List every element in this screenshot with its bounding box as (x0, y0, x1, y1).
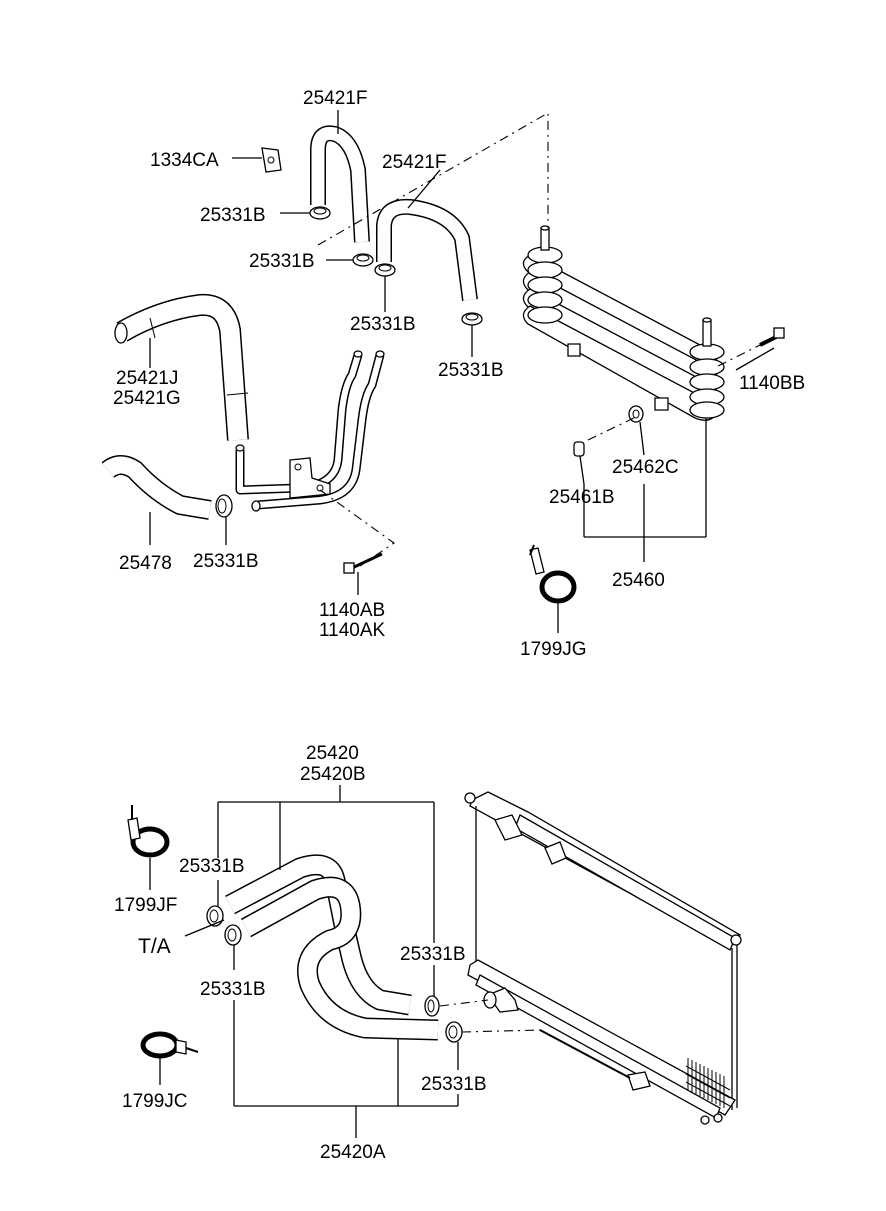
label-25331b-3: 25331B (350, 314, 416, 335)
hose-25421j (114, 293, 249, 441)
hose-25421f-second (376, 198, 478, 302)
leader-lines (149, 110, 775, 1138)
clamp-1799jc (140, 1031, 199, 1059)
label-1334ca: 1334CA (150, 150, 219, 171)
oil-cooler-25460 (522, 225, 725, 421)
clamp-25331b-upper-1 (309, 206, 331, 220)
label-25460: 25460 (612, 570, 665, 591)
radiator-core-fins (685, 1058, 731, 1108)
label-1140ak: 1140AK (319, 620, 386, 641)
label-25478: 25478 (119, 553, 172, 574)
clip-1334ca (261, 147, 282, 173)
label-25421g: 25421G (113, 388, 181, 409)
label-25421j: 25421J (116, 368, 178, 389)
clamp-25331b-lower-4 (445, 1021, 463, 1043)
label-1140bb: 1140BB (739, 373, 805, 394)
clamp-1799jg (529, 544, 577, 604)
label-25331b-5: 25331B (193, 551, 259, 572)
oil-pipe-assembly (235, 350, 385, 512)
hose-25420-lower (240, 876, 439, 1041)
bolt-1140ab (343, 552, 383, 574)
radiator (464, 791, 742, 1125)
label-25331b-2: 25331B (249, 251, 315, 272)
hose-25421f-first (310, 125, 370, 243)
label-25421f-a: 25421F (303, 88, 367, 109)
label-25331b-1: 25331B (200, 205, 266, 226)
hose-25478 (101, 455, 212, 520)
label-1799jg: 1799JG (520, 639, 587, 660)
grommet-25462c (628, 405, 644, 423)
clamp-25331b-lower-1 (206, 905, 224, 927)
clamp-1799jf (127, 805, 170, 858)
label-25331b-9: 25331B (421, 1074, 487, 1095)
clamp-25331b-upper-2 (352, 253, 374, 267)
label-1799jf: 1799JF (114, 895, 177, 916)
clamp-25331b-25478 (215, 494, 233, 518)
label-ta: T/A (138, 935, 171, 958)
label-25461b: 25461B (549, 487, 615, 508)
label-25462c: 25462C (612, 457, 679, 478)
clamp-25331b-lower-2 (224, 924, 242, 946)
label-1799jc: 1799JC (122, 1091, 188, 1112)
label-25420: 25420 (306, 743, 359, 764)
label-25331b-6: 25331B (179, 856, 245, 877)
clamp-25331b-upper-3 (374, 263, 396, 277)
label-25331b-4: 25331B (438, 360, 504, 381)
label-25420a: 25420A (320, 1142, 386, 1163)
label-25331b-8: 25331B (200, 979, 266, 1000)
bolt-1140bb (759, 327, 785, 347)
clamp-25331b-upper-4 (461, 312, 483, 326)
label-25420b: 25420B (300, 764, 366, 785)
label-25331b-7: 25331B (400, 944, 466, 965)
clamp-25331b-lower-3 (424, 995, 440, 1017)
label-1140ab: 1140AB (319, 600, 385, 621)
label-25421f-b: 25421F (382, 152, 446, 173)
collar-25461b (573, 441, 585, 457)
